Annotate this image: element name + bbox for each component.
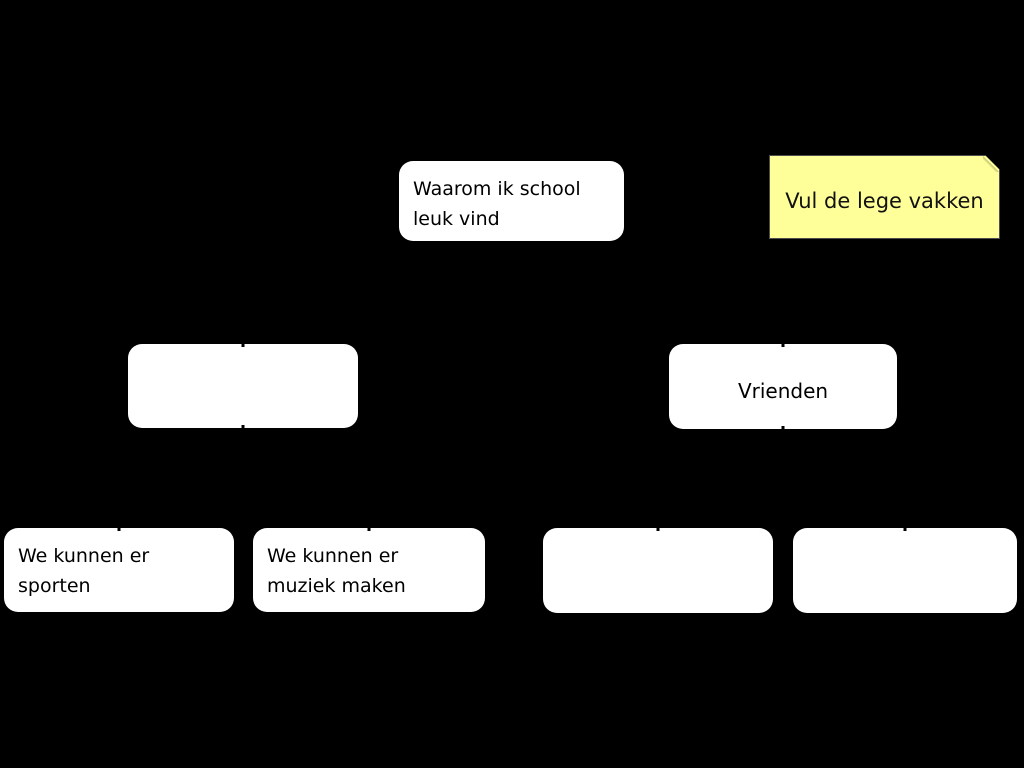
node-leaf-muziek-line2: muziek maken [267, 575, 406, 597]
node-leaf-sporten-line2: sporten [18, 575, 91, 597]
node-leaf-empty-2[interactable] [793, 528, 1017, 613]
node-leaf-empty-1[interactable] [543, 528, 773, 613]
node-leaf-muziek[interactable]: We kunnen er muziek maken [253, 528, 485, 612]
node-branch-vrienden[interactable]: Vrienden [669, 344, 897, 429]
connector-tick [656, 528, 660, 531]
node-leaf-sporten-line1: We kunnen er [18, 545, 150, 567]
connector-tick [117, 528, 121, 531]
node-leaf-muziek-line1: We kunnen er [267, 545, 399, 567]
folded-corner-icon [983, 156, 999, 172]
connector-tick [367, 528, 371, 531]
connector-tick [241, 425, 245, 428]
node-root-line2: leuk vind [413, 208, 500, 230]
sticky-note-text: Vul de lege vakken [785, 188, 984, 213]
connector-tick [781, 344, 785, 347]
node-leaf-sporten[interactable]: We kunnen er sporten [4, 528, 234, 612]
node-root[interactable]: Waarom ik school leuk vind [399, 161, 624, 241]
connector-tick [903, 528, 907, 531]
connector-tick [241, 344, 245, 347]
node-branch-left-empty[interactable] [128, 344, 358, 428]
connector-tick [781, 426, 785, 429]
sticky-note: Vul de lege vakken [769, 155, 1000, 239]
node-root-line1: Waarom ik school [413, 178, 581, 200]
node-branch-vrienden-label: Vrienden [737, 378, 829, 403]
